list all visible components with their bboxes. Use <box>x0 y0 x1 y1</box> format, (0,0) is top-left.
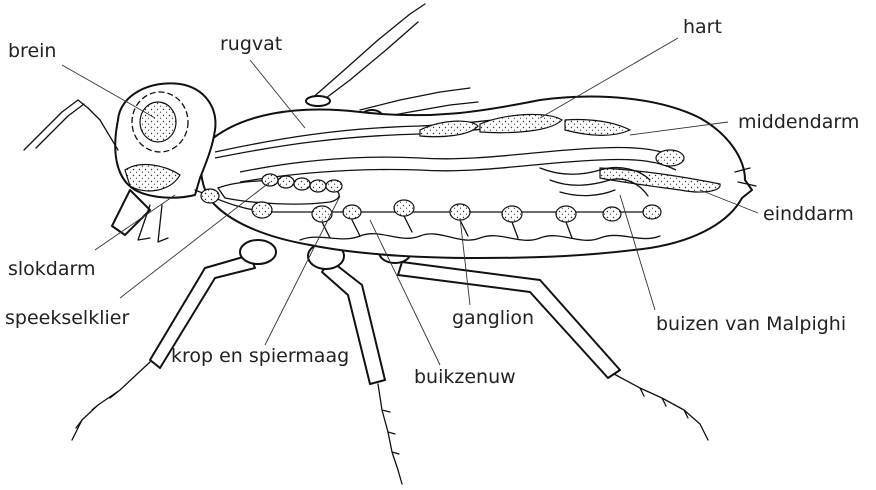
wing-vein-3 <box>360 88 470 110</box>
legs <box>72 240 708 484</box>
wing-vein-1 <box>310 4 425 100</box>
ganglion-1 <box>201 189 219 203</box>
label-buikzenuw: buikzenuw <box>414 366 516 388</box>
front-coxa <box>240 240 276 264</box>
ganglion-3 <box>312 206 332 222</box>
label-brein: brein <box>8 40 56 62</box>
label-speekselklier: speekselklier <box>5 307 129 329</box>
wing-base-joint-1 <box>306 96 330 106</box>
brain-organ <box>140 102 176 142</box>
ganglion-9 <box>603 207 621 221</box>
label-hart: hart <box>683 16 722 38</box>
front-leg-tarsus <box>72 362 150 440</box>
label-einddarm: einddarm <box>763 203 854 225</box>
ganglion-10 <box>643 205 661 219</box>
mandible <box>112 190 150 235</box>
ganglion-8 <box>556 206 576 222</box>
leader-speekselklier <box>120 182 270 298</box>
label-buizen-van-malpighi: buizen van Malpighi <box>656 313 846 335</box>
wing-vein-2 <box>318 22 418 104</box>
antenna-base <box>88 108 118 150</box>
label-krop-en-spiermaag: krop en spiermaag <box>171 345 349 367</box>
antenna <box>24 100 118 150</box>
midgut-caecum <box>656 150 684 166</box>
middle-leg-tarsus <box>378 384 402 484</box>
ganglion-5 <box>394 200 414 216</box>
hind-leg-tarsus <box>614 374 708 440</box>
antenna-segments <box>36 104 84 148</box>
ganglion-6 <box>450 204 470 220</box>
ganglion-2 <box>252 202 272 218</box>
label-rugvat: rugvat <box>220 33 282 55</box>
ganglion-4 <box>343 205 361 219</box>
label-slokdarm: slokdarm <box>8 258 96 280</box>
label-middendarm: middendarm <box>738 111 859 133</box>
label-ganglion: ganglion <box>452 307 534 329</box>
ganglion-7 <box>502 206 522 222</box>
wing-bases <box>306 4 478 122</box>
